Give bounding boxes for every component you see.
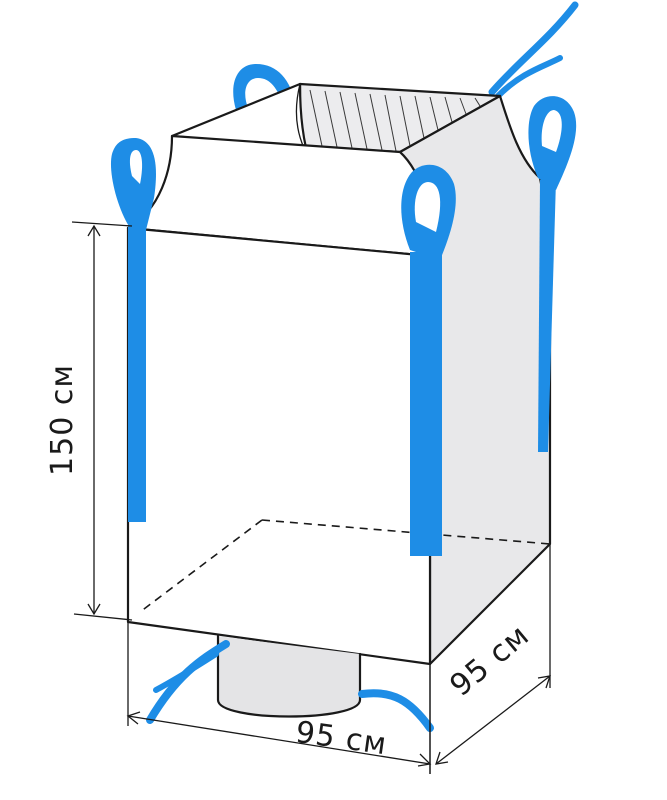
back-left-strap-loop [233,64,296,110]
back-right-strap-tail [488,1,579,99]
discharge-spout [216,634,362,718]
height-label: 150 см [45,364,80,476]
bag-bottom-hidden-edges [139,519,551,613]
back-right-strap [528,96,577,452]
height-dimension [71,221,133,621]
spout-hatching [309,89,481,152]
width-label: 95 см [293,715,389,762]
front-bottom-strap-tails [146,640,434,732]
front-right-strap [401,164,456,556]
bag-front-panel [126,226,432,666]
front-left-strap [110,138,156,522]
filling-spout [170,82,502,154]
depth-dimension [429,544,551,774]
